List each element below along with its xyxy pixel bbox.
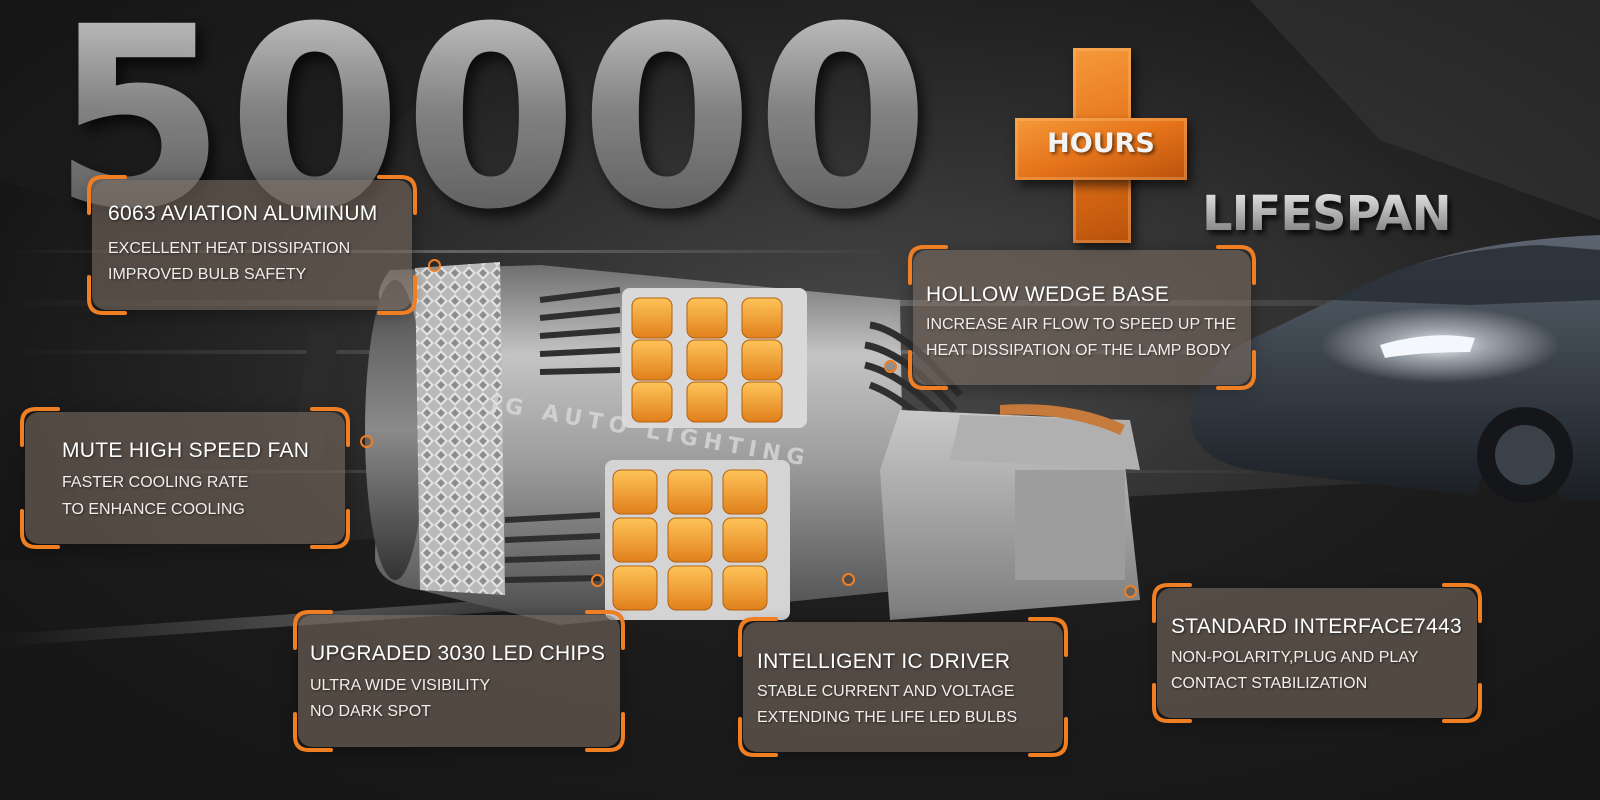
callout-dot-icon xyxy=(1124,585,1137,598)
feature-line: CONTACT STABILIZATION xyxy=(1171,675,1368,692)
led-chip xyxy=(722,565,768,611)
feature-line: FASTER COOLING RATE xyxy=(62,474,249,491)
feature-line: ULTRA WIDE VISIBILITY xyxy=(310,677,491,694)
feature-card-fan: MUTE HIGH SPEED FAN FASTER COOLING RATE … xyxy=(20,407,350,549)
feature-card-ic-driver: INTELLIGENT IC DRIVER STABLE CURRENT AND… xyxy=(738,617,1068,757)
feature-title: HOLLOW WEDGE BASE xyxy=(926,283,1170,306)
feature-card-interface: STANDARD INTERFACE7443 NON-POLARITY,PLUG… xyxy=(1152,583,1482,723)
feature-line: STABLE CURRENT AND VOLTAGE xyxy=(757,683,1015,700)
led-chip xyxy=(741,381,783,423)
feature-card-aluminum: 6063 AVIATION ALUMINUM EXCELLENT HEAT DI… xyxy=(87,175,417,315)
feature-line: HEAT DISSIPATION OF THE LAMP BODY xyxy=(926,342,1231,359)
led-chip xyxy=(667,565,713,611)
led-chip xyxy=(741,339,783,381)
feature-title: MUTE HIGH SPEED FAN xyxy=(62,439,310,462)
callout-dot-icon xyxy=(360,435,373,448)
feature-title: STANDARD INTERFACE7443 xyxy=(1171,615,1462,638)
feature-line: TO ENHANCE COOLING xyxy=(62,501,245,518)
callout-dot-icon xyxy=(884,360,897,373)
led-chip xyxy=(686,339,728,381)
led-chip xyxy=(631,381,673,423)
feature-line: IMPROVED BULB SAFETY xyxy=(108,266,307,283)
callout-dot-icon xyxy=(591,574,604,587)
led-chip xyxy=(612,565,658,611)
led-chip xyxy=(667,517,713,563)
feature-line: NO DARK SPOT xyxy=(310,703,431,720)
led-chip xyxy=(612,469,658,515)
lifespan-label: LIFESPAN xyxy=(1202,186,1452,242)
feature-card-led-chips: UPGRADED 3030 LED CHIPS ULTRA WIDE VISIB… xyxy=(293,610,625,752)
led-chip xyxy=(722,469,768,515)
led-chip xyxy=(631,339,673,381)
feature-line: INCREASE AIR FLOW TO SPEED UP THE xyxy=(926,316,1237,333)
callout-dot-icon xyxy=(428,259,441,272)
led-chip xyxy=(631,297,673,339)
led-chip xyxy=(722,517,768,563)
plus-badge: HOURS xyxy=(1015,48,1187,243)
hours-label: HOURS xyxy=(1047,128,1155,159)
led-chip xyxy=(741,297,783,339)
led-chip xyxy=(612,517,658,563)
led-chip xyxy=(686,297,728,339)
feature-title: UPGRADED 3030 LED CHIPS xyxy=(310,642,606,665)
feature-line: EXTENDING THE LIFE LED BULBS xyxy=(757,709,1018,726)
feature-line: NON-POLARITY,PLUG AND PLAY xyxy=(1171,649,1419,666)
callout-dot-icon xyxy=(842,573,855,586)
feature-card-wedge-base: HOLLOW WEDGE BASE INCREASE AIR FLOW TO S… xyxy=(908,245,1256,390)
feature-title: INTELLIGENT IC DRIVER xyxy=(757,650,1011,673)
feature-line: EXCELLENT HEAT DISSIPATION xyxy=(108,240,351,257)
led-chip xyxy=(667,469,713,515)
feature-title: 6063 AVIATION ALUMINUM xyxy=(108,202,378,225)
led-chip xyxy=(686,381,728,423)
